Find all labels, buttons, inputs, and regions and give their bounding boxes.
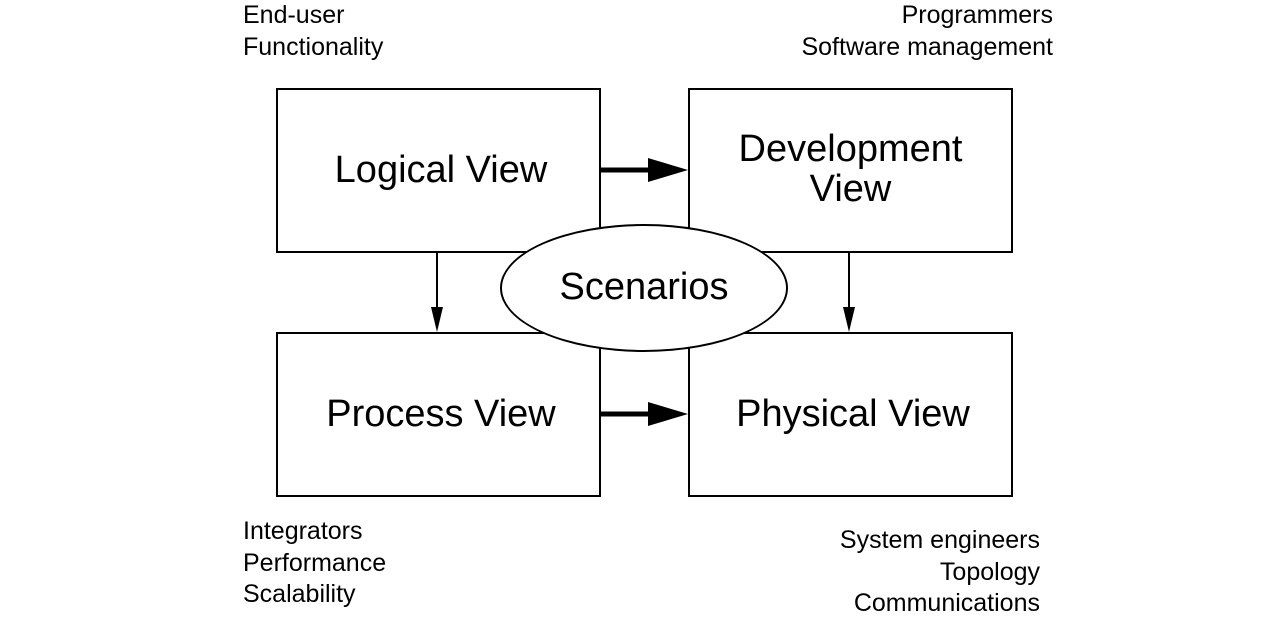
process-view-label: Process View — [326, 393, 556, 435]
annotation-physical-line: Communications — [853, 589, 1040, 617]
annotation-physical: System engineers Topology Communications — [840, 525, 1040, 620]
annotation-process-line: Integrators — [243, 517, 363, 545]
annotation-process: Integrators Performance Scalability — [243, 516, 386, 611]
annotation-development-line: Software management — [801, 32, 1053, 61]
annotation-process-line: Scalability — [243, 580, 356, 608]
arrow-logical-to-process — [431, 253, 443, 332]
annotation-physical-line: System engineers — [839, 526, 1040, 554]
scenarios-ellipse — [500, 224, 788, 352]
physical-view-box — [688, 332, 1013, 497]
development-view-box — [688, 88, 1013, 253]
arrow-development-to-physical — [843, 253, 855, 332]
development-view-label-line: Development — [738, 128, 963, 170]
development-view-label: Development View — [688, 129, 1013, 209]
process-view-box — [276, 332, 601, 497]
annotation-development: Programmers Software management — [801, 0, 1053, 63]
annotation-logical-line: End-user — [243, 1, 345, 29]
development-view-label-line: View — [809, 168, 892, 210]
annotation-logical-line: Functionality — [243, 32, 384, 61]
arrow-process-to-physical — [601, 402, 688, 426]
annotation-physical-line: Topology — [939, 557, 1040, 586]
annotation-logical: End-user Functionality — [243, 0, 383, 63]
annotation-development-line: Programmers — [901, 1, 1053, 29]
logical-view-label: Logical View — [334, 149, 548, 191]
logical-view-box — [276, 88, 601, 253]
physical-view-label: Physical View — [736, 393, 970, 435]
scenarios-label: Scenarios — [559, 266, 729, 308]
arrow-logical-to-development — [601, 158, 688, 182]
annotation-process-line: Performance — [243, 548, 387, 577]
